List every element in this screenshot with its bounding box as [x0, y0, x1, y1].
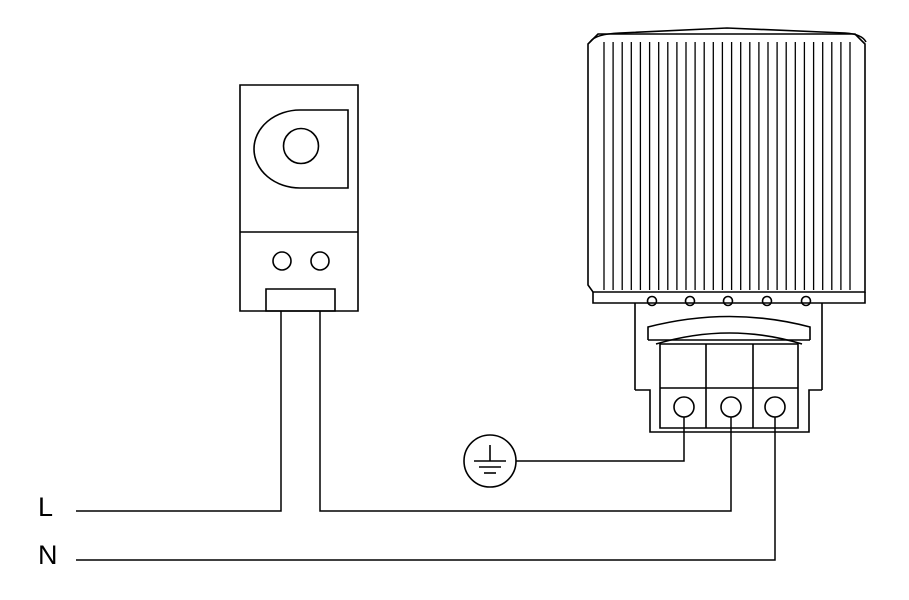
heater-vent-hole: [802, 297, 811, 306]
heater: [588, 28, 866, 390]
wire-ground: [516, 417, 684, 461]
wires: [76, 311, 775, 560]
thermostat-screw-right: [311, 252, 329, 270]
wire-neutral: [76, 417, 775, 560]
thermostat-screw-left: [273, 252, 291, 270]
thermostat-terminal: [266, 289, 335, 311]
terminal-screw-neutral: [765, 397, 785, 417]
heater-vent-hole: [648, 297, 657, 306]
thermostat: [240, 85, 358, 311]
heater-body: [588, 34, 865, 292]
terminal-block-housing: [635, 390, 822, 432]
heater-vent-hole: [763, 297, 772, 306]
terminal-screw-ground: [674, 397, 694, 417]
wire-line-in: [76, 311, 281, 511]
terminal-block-frame: [660, 344, 798, 428]
line-label: L: [38, 492, 54, 522]
ground-symbol: [464, 435, 516, 487]
heater-vent-hole: [724, 297, 733, 306]
heater-base-plate: [593, 292, 865, 303]
heater-neck: [635, 303, 822, 390]
terminal-screw-line: [721, 397, 741, 417]
heater-vent-hole: [686, 297, 695, 306]
heater-vent-holes: [648, 297, 811, 306]
terminal-block-cover-inner: [656, 333, 802, 344]
wire-thermostat-to-heater: [320, 311, 731, 511]
heater-top-cap: [590, 28, 866, 42]
neutral-label: N: [38, 540, 58, 570]
thermostat-body: [240, 85, 358, 311]
terminal-block: [635, 317, 822, 433]
terminal-block-cover: [648, 317, 810, 341]
thermostat-dial-housing: [254, 110, 348, 188]
heater-cooling-fins: [604, 42, 850, 290]
thermostat-dial-knob[interactable]: [284, 129, 319, 164]
